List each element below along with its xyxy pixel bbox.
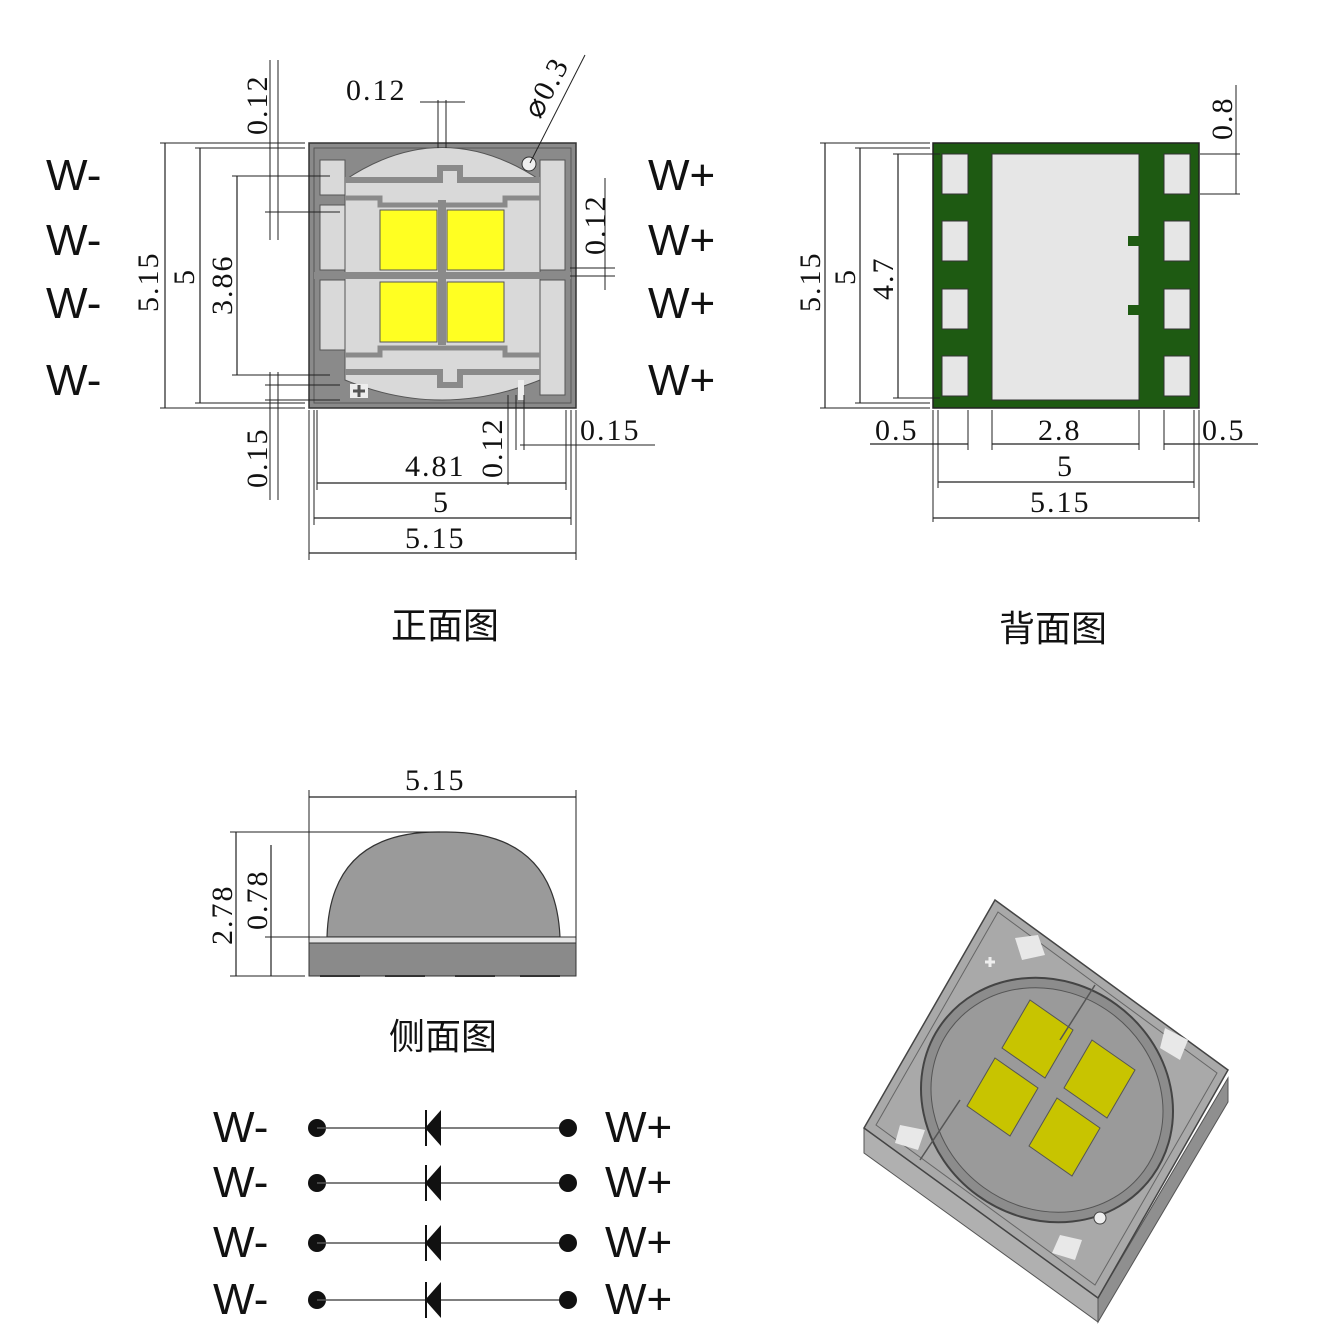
- pin-label-minus: W-: [46, 356, 101, 405]
- pin-label-minus: W-: [46, 216, 101, 265]
- back-dimension-lines: [820, 85, 1258, 522]
- diode-row: W- W+: [213, 1158, 672, 1207]
- pin-label-minus: W-: [213, 1275, 268, 1324]
- thermal-pad: [991, 153, 1140, 401]
- back-pad: [1163, 153, 1191, 195]
- dim-label: 5: [829, 268, 862, 285]
- pin-label-plus: W+: [648, 151, 715, 200]
- iso-chip: [1001, 999, 1074, 1079]
- dim-label: 0.12: [579, 195, 612, 256]
- side-substrate: [308, 942, 577, 977]
- back-view: 0.8 5.15 5 4.7 0.5 2.8 0.5 5 5.15 背面图: [794, 85, 1258, 650]
- back-pad: [1163, 288, 1191, 330]
- side-view: 5.15 2.78 0.78 侧面图: [206, 764, 577, 1058]
- dim-label: 5.15: [405, 764, 466, 797]
- dim-label: 0.5: [1202, 414, 1246, 447]
- dim-label: 5.15: [1030, 486, 1091, 519]
- dim-label: 5: [433, 486, 450, 519]
- pin-label-minus: W-: [46, 151, 101, 200]
- pin-label-plus: W+: [648, 216, 715, 265]
- dim-label: 0.15: [580, 414, 641, 447]
- dim-label: 5.15: [794, 252, 827, 313]
- dim-label: 4.81: [405, 450, 466, 483]
- dim-label: 0.15: [241, 428, 274, 489]
- dim-label: 5: [1057, 450, 1074, 483]
- iso-chip: [1063, 1039, 1136, 1119]
- diode-row: W- W+: [213, 1103, 672, 1152]
- diode-icon: [425, 1110, 441, 1146]
- back-pad: [941, 220, 969, 262]
- front-view: W- W- W- W- W+ W+ W+ W+ 0: [46, 52, 715, 647]
- back-pad: [1163, 355, 1191, 397]
- diode-icon: [425, 1165, 441, 1201]
- dim-label: 0.5: [875, 414, 919, 447]
- mount-hole: [521, 156, 537, 172]
- lens-dome: [326, 831, 561, 938]
- diode-icon: [425, 1225, 441, 1261]
- chip: [446, 209, 505, 271]
- dim-label: 0.78: [241, 870, 274, 931]
- dim-label: 0.12: [476, 418, 509, 479]
- caption-back: 背面图: [999, 609, 1107, 650]
- dim-label: ⌀0.3: [517, 52, 576, 124]
- dim-label: 0.12: [346, 74, 407, 107]
- side-dimension-lines: [230, 790, 577, 977]
- pin-label-plus: W+: [605, 1275, 672, 1324]
- minus-marker-icon: [518, 380, 524, 400]
- pin-label-minus: W-: [46, 279, 101, 328]
- dim-label: 4.7: [867, 257, 900, 301]
- pin-label-plus: W+: [605, 1218, 672, 1267]
- dim-label: 5: [168, 268, 201, 285]
- pin-label-plus: W+: [605, 1103, 672, 1152]
- pin-label-minus: W-: [213, 1103, 268, 1152]
- back-pad: [941, 288, 969, 330]
- chip: [446, 281, 505, 343]
- dim-label: 0.8: [1206, 97, 1239, 141]
- diode-row: W- W+: [213, 1275, 672, 1324]
- dim-label: 2.8: [1038, 414, 1082, 447]
- dim-label: 0.12: [241, 75, 274, 136]
- caption-front: 正面图: [391, 606, 499, 647]
- dim-label: 5.15: [405, 522, 466, 555]
- pin-label-minus: W-: [213, 1158, 268, 1207]
- dim-label: 5.15: [132, 252, 165, 313]
- isometric-render: [863, 898, 1229, 1324]
- chip: [379, 209, 438, 271]
- pin-label-plus: W+: [648, 279, 715, 328]
- pin-label-plus: W+: [648, 356, 715, 405]
- front-dimension-lines: [160, 54, 655, 560]
- circuit-schematic: W- W+ W- W+ W- W+ W-: [213, 1103, 672, 1324]
- iso-chip: [1028, 1097, 1101, 1177]
- back-pad: [1163, 220, 1191, 262]
- diode-icon: [425, 1282, 441, 1318]
- dim-label: 2.78: [206, 885, 239, 946]
- diode-row: W- W+: [213, 1218, 672, 1267]
- iso-chip: [966, 1057, 1039, 1137]
- chip: [379, 281, 438, 343]
- caption-side: 侧面图: [389, 1017, 497, 1058]
- back-pad: [941, 153, 969, 195]
- pin-label-minus: W-: [213, 1218, 268, 1267]
- plus-marker-icon: [350, 384, 368, 398]
- back-pad: [941, 355, 969, 397]
- pin-label-plus: W+: [605, 1158, 672, 1207]
- dim-label: 3.86: [206, 255, 239, 316]
